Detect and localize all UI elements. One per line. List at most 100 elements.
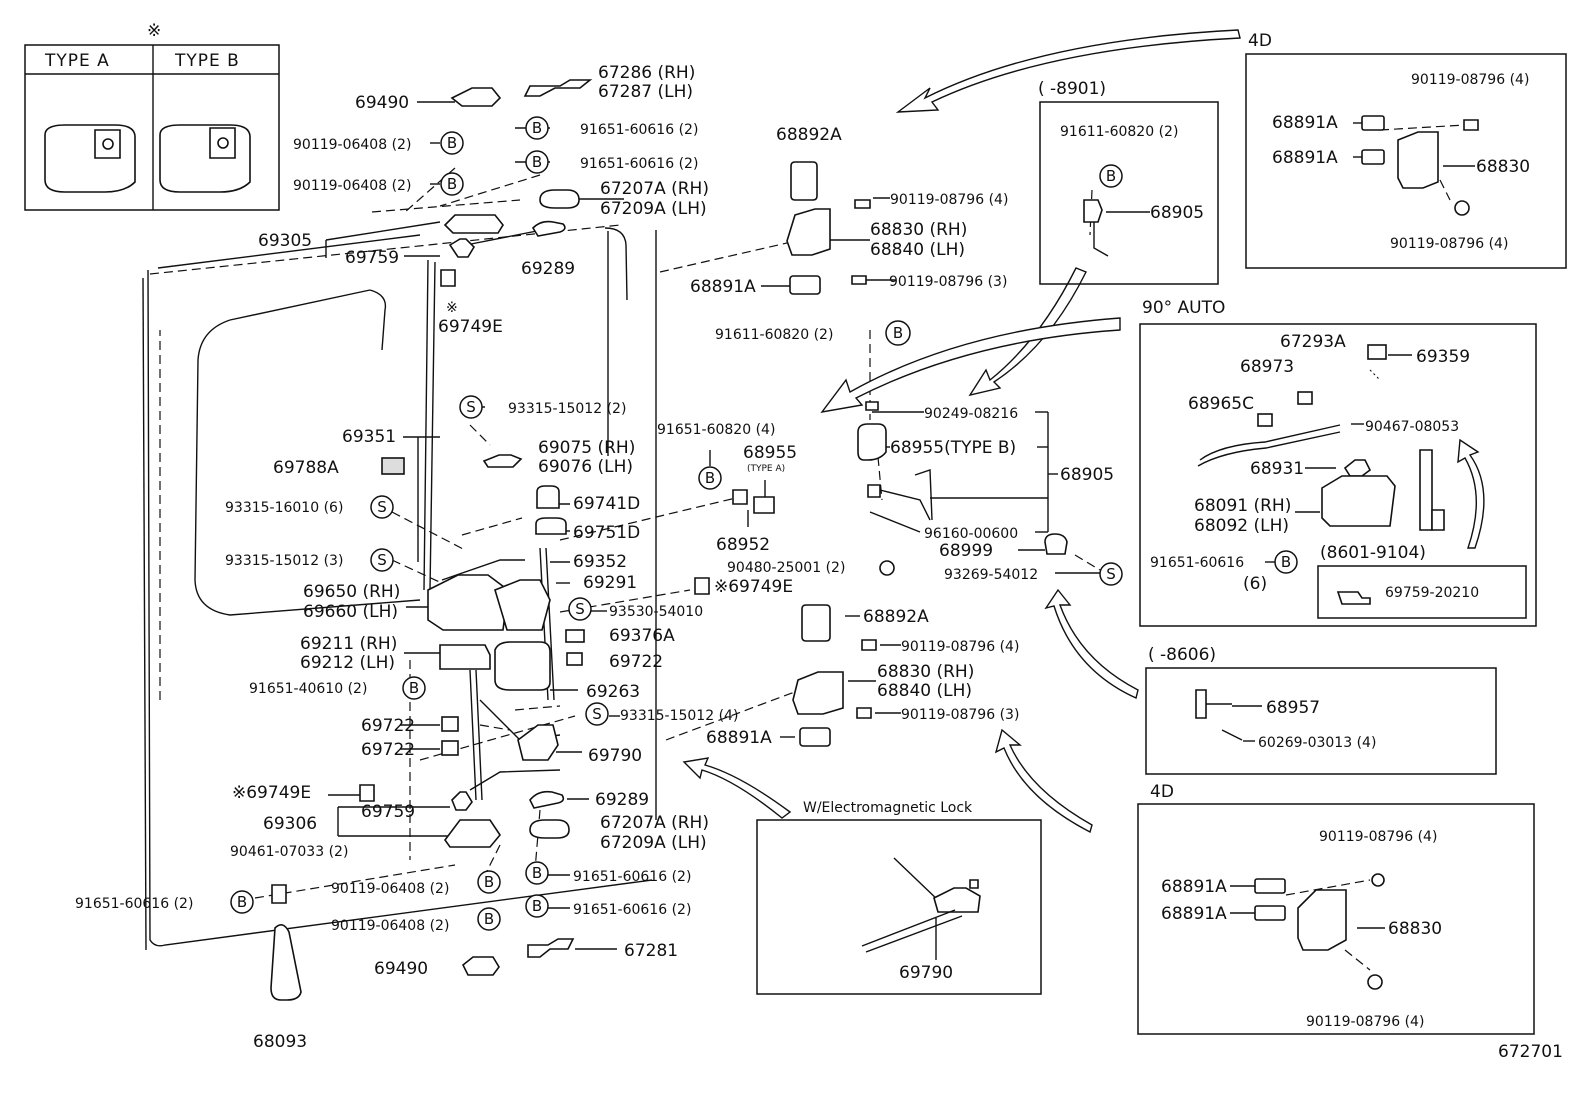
door-outline	[142, 224, 657, 951]
label-90119-08796-lower-a: 90119-08796 (4)	[901, 639, 1019, 655]
part-69741d	[536, 485, 560, 509]
bolt-symbol: B	[525, 861, 549, 885]
label-91651-60616-door: 91651-60616 (2)	[75, 896, 193, 912]
part-67207a-lower	[529, 819, 570, 839]
part-68891a-upper	[789, 275, 821, 295]
label-90461-07033: 90461-07033 (2)	[230, 844, 348, 860]
svg-text:B: B	[532, 119, 542, 137]
label-68891a-upper: 68891A	[690, 277, 756, 297]
svg-text:S: S	[1106, 565, 1116, 583]
part-68892a-upper	[790, 161, 818, 201]
type-a-label: TYPE A	[44, 51, 110, 71]
label-69749e-mid: ※69749E	[714, 577, 793, 597]
label-69650: 69650 (RH)	[303, 582, 400, 602]
label-mark-69749e: ※	[446, 300, 458, 316]
legend-mark: ※	[147, 21, 161, 41]
label-68965c: 68965C	[1188, 394, 1254, 414]
label-69289-top: 69289	[521, 259, 575, 279]
label-68891a-4d-b: 68891A	[1272, 148, 1338, 168]
label-68092: 68092 (LH)	[1194, 516, 1289, 536]
panel-90-auto-title: 90° AUTO	[1142, 298, 1225, 318]
panel-8901: ( -8901)	[1038, 79, 1219, 285]
type-a-clip-illustration	[44, 124, 136, 193]
label-91651-60616-b: 91651-60616 (2)	[580, 156, 698, 172]
label-90480-25001: 90480-25001 (2)	[727, 560, 845, 576]
label-68931: 68931	[1250, 459, 1304, 479]
svg-text:B: B	[484, 910, 494, 928]
part-67286-bracket	[523, 79, 593, 97]
label-69490-lower: 69490	[374, 959, 428, 979]
label-69660: 69660 (LH)	[303, 602, 398, 622]
screw-symbol: S	[370, 548, 394, 572]
bolt-symbol: B	[440, 131, 464, 155]
panel-8606: ( -8606)	[1145, 645, 1497, 775]
label-69790-emlock: 69790	[899, 963, 953, 983]
label-91611-60820-b: 91611-60820 (2)	[1060, 124, 1178, 140]
part-69722-b	[441, 716, 459, 732]
label-90467-08053: 90467-08053	[1365, 419, 1459, 435]
label-69490-top: 69490	[355, 93, 409, 113]
part-68093-handle	[270, 924, 302, 1001]
label-diagram-number: 672701	[1498, 1042, 1563, 1062]
label-67287: 67287 (LH)	[598, 82, 693, 102]
arrow-from-8901	[968, 267, 1087, 397]
label-91651-60616-a: 91651-60616 (2)	[580, 122, 698, 138]
part-69075	[482, 454, 523, 468]
label-68830-4d-top: 68830	[1476, 157, 1530, 177]
label-69305: 69305	[258, 231, 312, 251]
panel-4d-bottom-title: 4D	[1150, 782, 1174, 802]
label-93315-16010: 93315-16010 (6)	[225, 500, 343, 516]
label-67209a-lower: 67209A (LH)	[600, 833, 707, 853]
label-69076: 69076 (LH)	[538, 457, 633, 477]
label-68905-8901: 68905	[1150, 203, 1204, 223]
label-67281: 67281	[624, 941, 678, 961]
label-90119-06408-c: 90119-06408 (2)	[331, 881, 449, 897]
bolt-symbol: B	[885, 320, 911, 346]
label-69722-a: 69722	[361, 716, 415, 736]
label-69759-20210: 69759-20210	[1385, 585, 1479, 601]
svg-text:S: S	[575, 600, 585, 618]
part-labels: 69490 90119-06408 (2) 90119-06408 (2) 67…	[75, 63, 1563, 1062]
type-b-clip-illustration	[159, 124, 251, 193]
panel-emlock-title: W/Electromagnetic Lock	[803, 800, 973, 816]
fastener-symbols: B B B B S S S B S S B B B B B B B S B B	[230, 116, 1298, 931]
part-68952	[732, 489, 748, 505]
label-type-a-tag: (TYPE A)	[747, 464, 785, 474]
label-69790: 69790	[588, 746, 642, 766]
arrow-from-4d-lower	[994, 728, 1093, 834]
label-69359: 69359	[1416, 347, 1470, 367]
part-69289-top	[531, 220, 566, 237]
label-68955-b: 68955(TYPE B)	[890, 438, 1016, 458]
part-67293a-clip	[1297, 391, 1313, 405]
label-93315-15012-a: 93315-15012 (3)	[225, 553, 343, 569]
label-69352: 69352	[573, 552, 627, 572]
label-68830-upper: 68830 (RH)	[870, 220, 967, 240]
part-68931	[1343, 459, 1372, 477]
auto-range-label: (8601-9104)	[1320, 543, 1426, 563]
label-69263: 69263	[586, 682, 640, 702]
label-68891a-4d-c: 68891A	[1161, 877, 1227, 897]
label-91651-60616-c: 91651-60616 (2)	[573, 869, 691, 885]
label-69291: 69291	[583, 573, 637, 593]
part-68830-4d-top	[1397, 131, 1439, 189]
label-93530-54010: 93530-54010	[609, 604, 703, 620]
label-91651-40610: 91651-40610 (2)	[249, 681, 367, 697]
svg-text:B: B	[447, 175, 457, 193]
label-96160-00600: 96160-00600	[924, 526, 1018, 542]
svg-text:S: S	[377, 498, 387, 516]
part-68830-4d-bottom	[1297, 889, 1347, 951]
label-69722-b: 69722	[361, 740, 415, 760]
label-90119-06408-d: 90119-06408 (2)	[331, 918, 449, 934]
label-69376a: 69376A	[609, 626, 675, 646]
svg-text:B: B	[237, 893, 247, 911]
label-67209a-top: 67209A (LH)	[600, 199, 707, 219]
label-91651-60616-auto: 91651-60616	[1150, 555, 1244, 571]
label-68952: 68952	[716, 535, 770, 555]
label-68905: 68905	[1060, 465, 1114, 485]
label-67286: 67286 (RH)	[598, 63, 695, 83]
svg-text:B: B	[532, 153, 542, 171]
part-69788a	[381, 457, 405, 475]
label-68840-lower: 68840 (LH)	[877, 681, 972, 701]
part-90461-clip	[271, 884, 287, 904]
